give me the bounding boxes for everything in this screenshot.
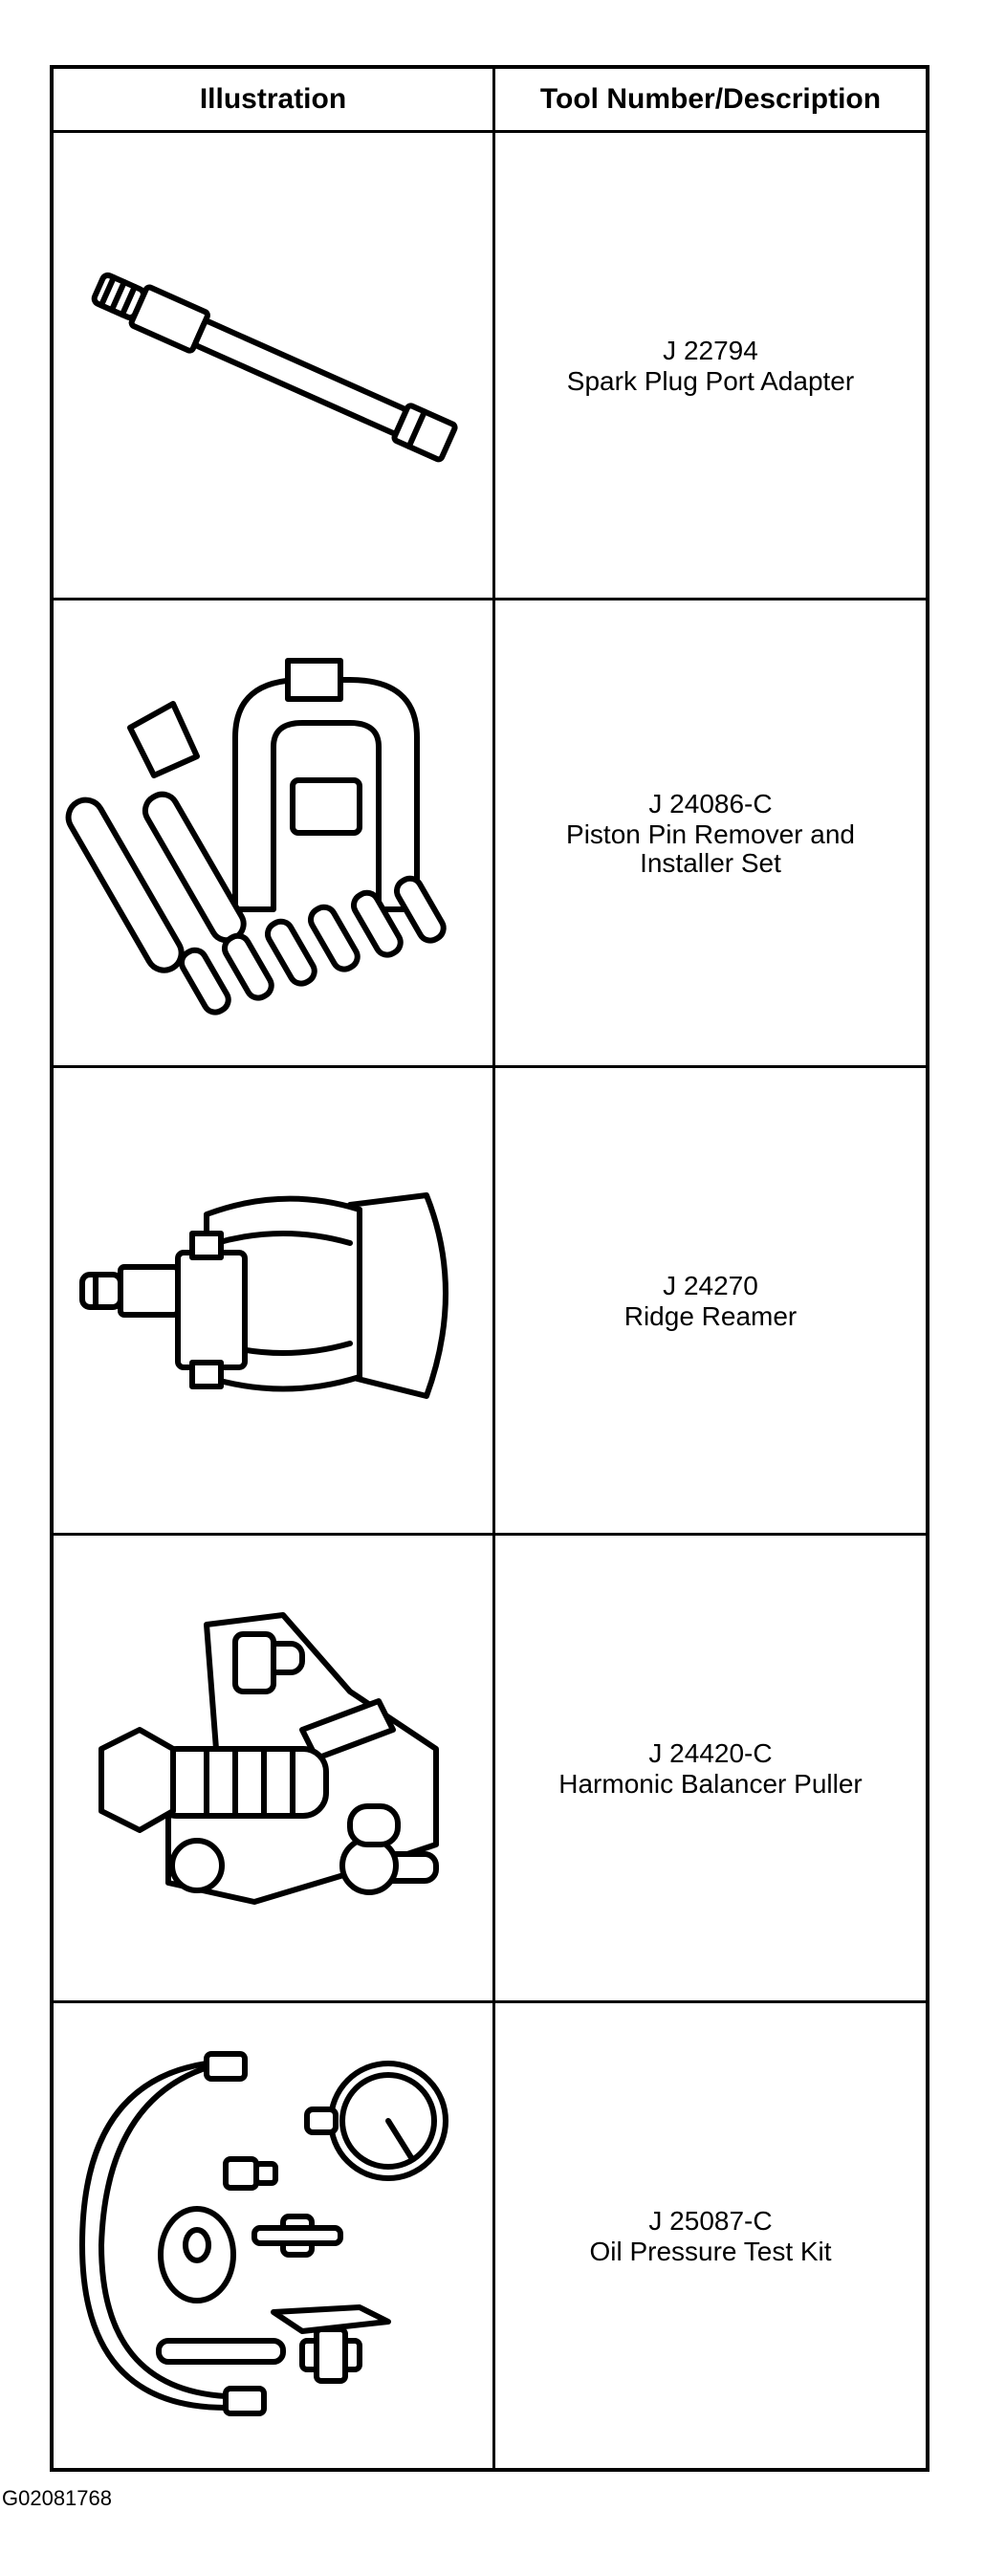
header-tool-description: Tool Number/Description (539, 83, 882, 115)
table-row: J 24420-C Harmonic Balancer Puller (54, 1533, 926, 2000)
harmonic-balancer-puller-illustration (98, 1612, 439, 1905)
table-row: J 24086-C Piston Pin Remover and Install… (54, 598, 926, 1065)
illustration-cell (54, 1068, 495, 1533)
table-row: J 22794 Spark Plug Port Adapter (54, 130, 926, 598)
tool-description-cell: J 24086-C Piston Pin Remover and Install… (495, 600, 926, 1065)
piston-pin-remover-installer-set-illustration (65, 658, 447, 1015)
tool-table: Illustration Tool Number/Description J 2… (50, 65, 929, 2472)
illustration-cell (54, 600, 495, 1065)
tool-number: J 22794 (663, 336, 758, 365)
tool-number: J 24086-C (648, 789, 773, 819)
tool-description-cell: J 22794 Spark Plug Port Adapter (495, 133, 926, 598)
illustration-cell (54, 2003, 495, 2468)
table-row: J 25087-C Oil Pressure Test Kit (54, 2000, 926, 2468)
tool-name: Spark Plug Port Adapter (566, 366, 855, 396)
tool-description-cell: J 25087-C Oil Pressure Test Kit (495, 2003, 926, 2468)
illustration-cell (54, 133, 495, 598)
tool-number: J 24270 (663, 1271, 758, 1300)
tool-description-cell: J 24270 Ridge Reamer (495, 1068, 926, 1533)
tool-name: Oil Pressure Test Kit (589, 2237, 832, 2266)
oil-pressure-test-kit-illustration (78, 2051, 448, 2416)
illustration-cell (54, 1536, 495, 2000)
tool-name: Harmonic Balancer Puller (558, 1769, 863, 1799)
tool-name: Piston Pin Remover and Installer Set (566, 819, 855, 878)
tool-number: J 25087-C (648, 2206, 773, 2236)
tool-number: J 24420-C (648, 1738, 773, 1768)
figure-id: G02081768 (2, 2486, 112, 2510)
header-illustration: Illustration (54, 69, 495, 130)
table-header-row: Illustration Tool Number/Description (54, 69, 926, 130)
ridge-reamer-illustration (78, 1192, 448, 1399)
table-row: J 24270 Ridge Reamer (54, 1065, 926, 1533)
spark-plug-port-adapter-illustration (91, 272, 458, 463)
tool-name: Ridge Reamer (623, 1301, 798, 1331)
tool-description-cell: J 24420-C Harmonic Balancer Puller (495, 1536, 926, 2000)
